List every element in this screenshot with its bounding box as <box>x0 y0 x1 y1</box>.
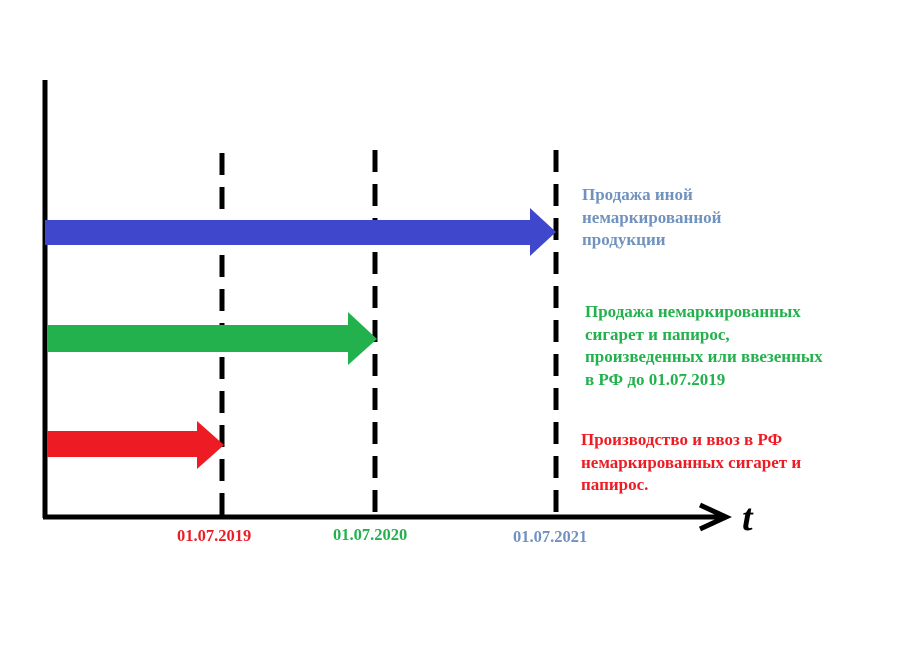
time-axis-label: t <box>742 497 753 539</box>
label-line: в РФ до 01.07.2019 <box>585 369 726 389</box>
date-label-2019: 01.07.2019 <box>177 526 252 545</box>
label-line: Продажа иной <box>582 185 693 204</box>
label-line: продукции <box>582 230 666 249</box>
label-line: произведенных или ввезенных <box>585 347 823 366</box>
date-label-2021: 01.07.2021 <box>513 527 588 546</box>
blue-arrow-label: Продажа иной немаркированной продукции <box>582 184 721 252</box>
label-line: папирос. <box>581 475 649 494</box>
date-label-2020: 01.07.2020 <box>333 525 408 544</box>
label-line: немаркированной <box>582 207 722 227</box>
label-line: немаркированных сигарет и <box>581 452 802 472</box>
green-arrow-label: Продажа немаркированных сигарет и папиро… <box>585 301 823 391</box>
label-line: Производство и ввоз в РФ <box>581 430 783 449</box>
label-line: Продажа немаркированных <box>585 302 801 321</box>
red-arrow-label: Производство и ввоз в РФ немаркированных… <box>581 429 801 497</box>
label-line: сигарет и папирос, <box>585 324 730 344</box>
green-arrow <box>47 312 377 365</box>
x-axis-arrowhead <box>698 502 732 532</box>
blue-arrow <box>45 208 556 256</box>
red-arrow <box>47 421 224 469</box>
